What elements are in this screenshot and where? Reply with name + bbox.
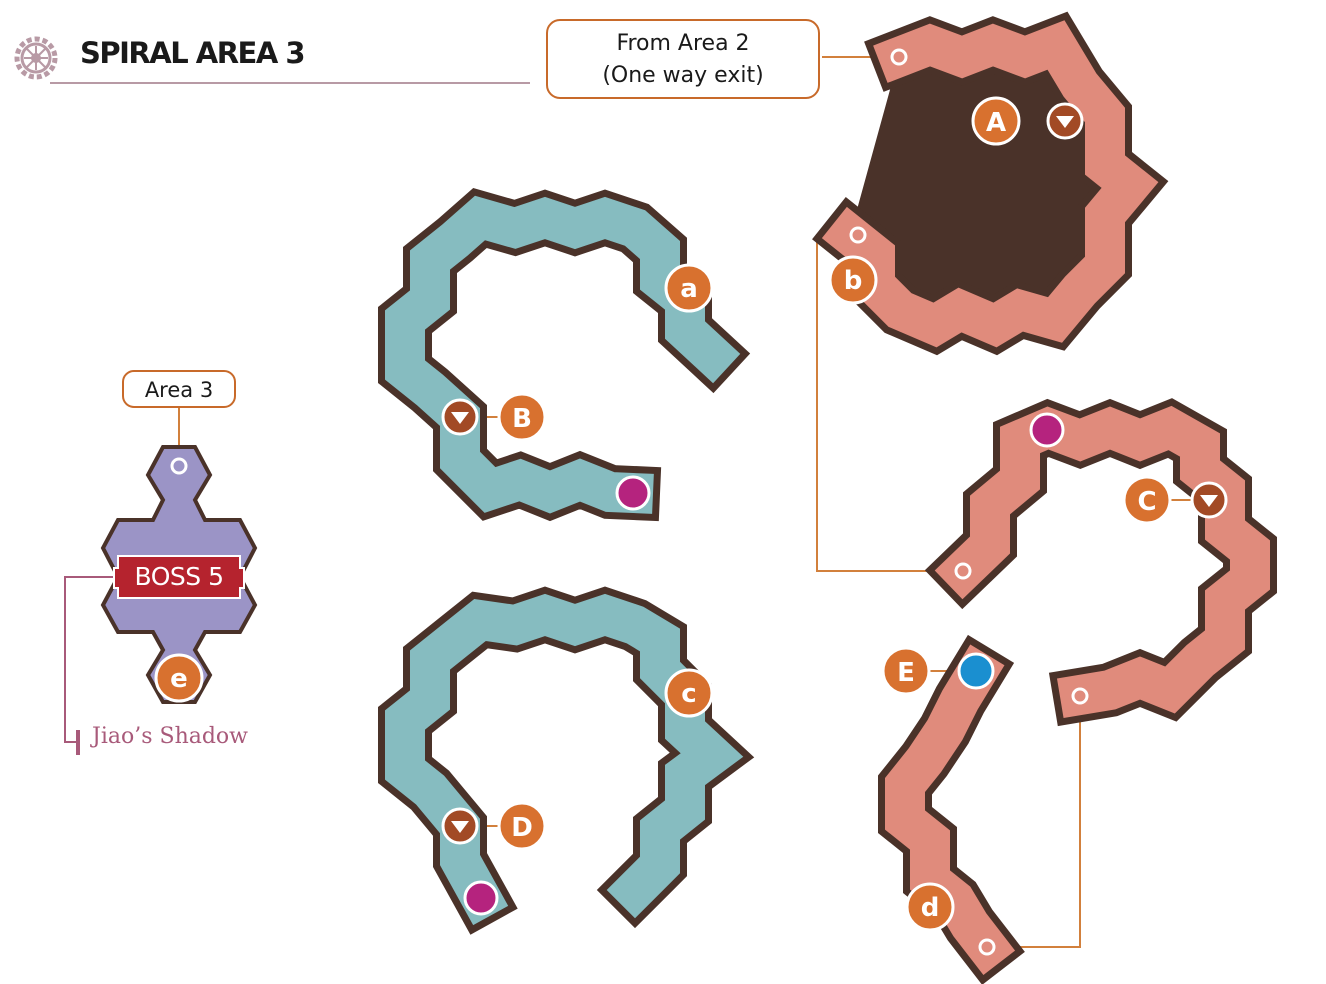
- endpoint-area2: [890, 48, 908, 66]
- marker-D: D: [497, 801, 547, 851]
- red-path-middle: [924, 398, 1277, 727]
- link-d: [987, 696, 1081, 948]
- gear-icon: [14, 36, 58, 80]
- callout-from-area2-line2: (One way exit): [602, 63, 764, 88]
- marker-c: c: [664, 668, 714, 718]
- marker-d: d: [905, 882, 955, 932]
- svg-text:A: A: [986, 108, 1006, 138]
- magenta-dot-upper: [615, 475, 651, 511]
- blue-dot-E: [957, 652, 995, 690]
- endpoint-d: [978, 938, 996, 956]
- boss-banner: [113, 555, 245, 599]
- callout-area3: Area 3: [122, 370, 236, 408]
- endpoint-b: [849, 226, 867, 244]
- endpoint-b-target: [954, 562, 972, 580]
- boss-label: BOSS 5: [134, 562, 224, 591]
- teal-path-lower: [378, 586, 755, 935]
- special-dots: [463, 412, 1065, 916]
- marker-e: e: [154, 653, 204, 703]
- svg-text:c: c: [681, 679, 696, 709]
- marker-C: C: [1122, 475, 1172, 525]
- chest-icon-B: [441, 398, 479, 436]
- page-title: SPIRAL AREA 3: [80, 36, 306, 70]
- endpoint-d-target: [1071, 687, 1089, 705]
- magenta-dot-lower: [463, 880, 499, 916]
- svg-text:d: d: [921, 893, 940, 923]
- svg-text:a: a: [680, 274, 698, 304]
- chest-icon-D: [441, 807, 479, 845]
- marker-E: E: [881, 646, 931, 696]
- chest-icon-A: [1046, 102, 1084, 140]
- link-boss: [64, 576, 114, 743]
- boss-room: [100, 445, 258, 704]
- marker-a: a: [664, 263, 714, 313]
- path-endpoints: [170, 48, 1089, 956]
- svg-text:B: B: [512, 404, 532, 434]
- teal-path-upper: [378, 187, 751, 522]
- boss-name: Jiao’s Shadow: [92, 724, 249, 749]
- callout-from-area2: From Area 2 (One way exit): [546, 19, 820, 99]
- marker-A: A: [971, 96, 1021, 146]
- callout-area3-label: Area 3: [144, 378, 214, 402]
- svg-text:e: e: [170, 664, 188, 694]
- red-path-top: [812, 11, 1169, 356]
- magenta-dot-middle: [1029, 412, 1065, 448]
- endpoint-area3: [170, 457, 188, 475]
- marker-b: b: [828, 255, 878, 305]
- callout-from-area2-line1: From Area 2: [616, 31, 750, 56]
- chest-markers: [441, 102, 1228, 845]
- svg-text:E: E: [897, 658, 915, 688]
- svg-text:D: D: [511, 813, 533, 843]
- svg-text:b: b: [844, 266, 863, 296]
- red-path-bottom: [878, 634, 1025, 984]
- label-markers: A B C D E a b c d e: [154, 96, 1172, 932]
- marker-B: B: [497, 392, 547, 442]
- svg-text:C: C: [1137, 487, 1156, 517]
- chest-icon-C: [1190, 481, 1228, 519]
